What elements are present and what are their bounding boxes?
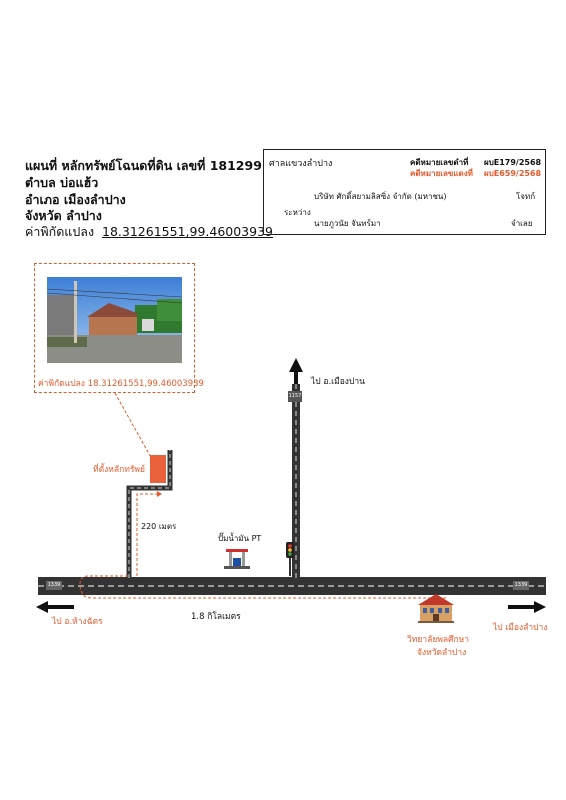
to-north-label: ไป อ.เมืองปาน (311, 377, 365, 387)
district-line: อำเภอ เมืองลำปาง (25, 192, 126, 207)
photo-coordinate: ค่าพิกัดแปลง 18.31261551,99.46003939 (38, 379, 204, 389)
coordinate-value: 18.31261551,99.46003939 (102, 224, 273, 239)
to-west-label: ไป อ.ห้างฉัตร (52, 617, 103, 627)
college-label-line2: จังหวัดลำปาง (417, 648, 467, 658)
plaintiff-role: โจทก์ (516, 192, 536, 201)
gas-station-label: ปั๊มน้ำมัน PT (218, 534, 262, 543)
road-sign-west-number: 1339 (47, 582, 61, 588)
road-sign-west (46, 581, 62, 590)
subdistrict-line: ตำบล บ่อแฮ้ว (25, 175, 99, 190)
property-label: ที่ตั้งหลักทรัพย์ (93, 465, 145, 475)
red-case-value: ผบE659/2568 (484, 169, 542, 178)
college-icon (418, 594, 454, 623)
main-road (38, 577, 546, 595)
red-case-label: คดีหมายเลขแดงที่ (410, 169, 473, 178)
arrow-east-icon (508, 601, 546, 613)
route-1-8km-dashed (79, 575, 448, 599)
distance-1-8km-label: 1.8 กิโลเมตร (191, 612, 241, 622)
arrow-north-icon (289, 358, 303, 384)
road-sign-north (288, 391, 302, 402)
road-sign-north-number: 1157 (288, 393, 302, 399)
court-info-box: ศาลแขวงลำปาง คดีหมายเลขดำที่ ผบE179/2568… (263, 149, 546, 235)
deed-title: แผนที่ หลักทรัพย์โฉนดที่ดิน เลขที่ 18129… (25, 158, 262, 173)
defendant-role: จำเลย (511, 219, 533, 228)
defendant-name: นายภูวนัย จันทร์มา (314, 219, 381, 228)
gas-station-icon (224, 549, 250, 569)
road-sign-east-number: 1339 (514, 582, 528, 588)
between-label: ระหว่าง (284, 208, 311, 217)
black-case-label: คดีหมายเลขดำที่ (410, 158, 469, 167)
road-sign-east (513, 581, 529, 590)
court-name: ศาลแขวงลำปาง (269, 159, 333, 169)
arrow-220m-icon (157, 491, 162, 497)
route-220m-dashed (136, 493, 157, 576)
coordinate-label: ค่าพิกัดแปลง (25, 224, 95, 239)
plaintiff-name: บริษัท ศักดิ์สยามลิสซิ่ง จำกัด (มหาชน) (314, 192, 447, 201)
distance-220m-label: 220 เมตร (141, 522, 177, 531)
coordinate-line: ค่าพิกัดแปลง 18.31261551,99.46003939 (25, 222, 273, 242)
photo-callout (34, 263, 195, 393)
property-marker (150, 455, 166, 483)
traffic-light-icon (286, 542, 294, 576)
province-line: จังหวัด ลำปาง (25, 208, 102, 223)
local-road (126, 450, 173, 578)
college-label-line1: วิทยาลัยพลศึกษา (407, 635, 470, 645)
to-east-label: ไป เมืองลำปาง (493, 623, 548, 633)
black-case-value: ผบE179/2568 (484, 158, 542, 167)
arrow-west-icon (36, 601, 74, 613)
property-photo (47, 277, 182, 363)
north-road (292, 384, 300, 578)
